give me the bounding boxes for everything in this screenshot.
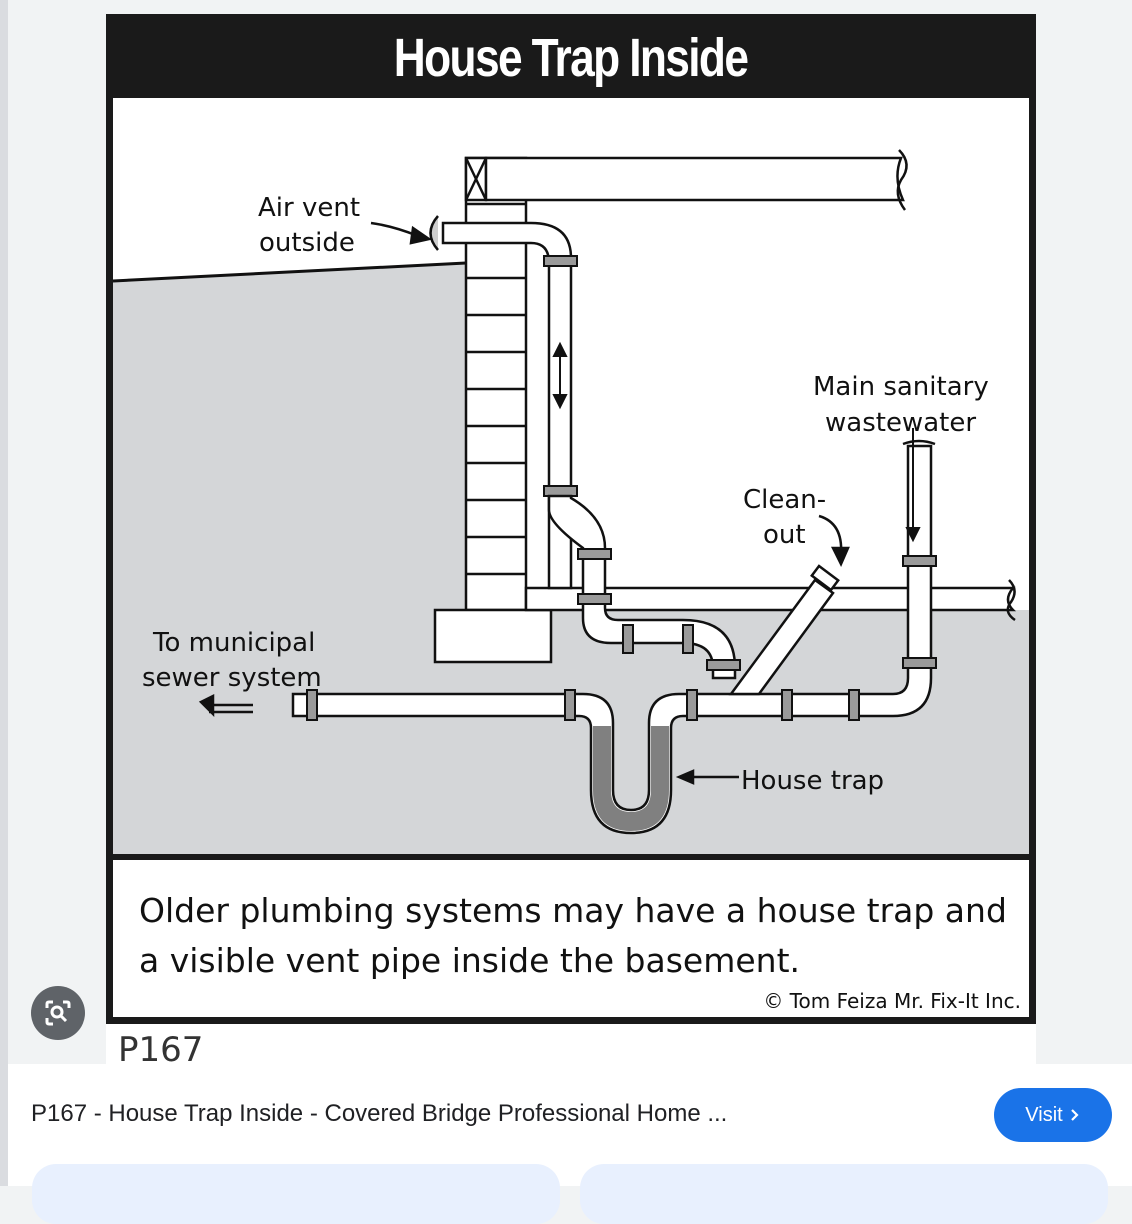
offset-coupling-2 [577,593,612,605]
diagram-title-bar: House Trap Inside [106,14,1036,102]
air-vent-label-1: Air vent [258,193,360,223]
offset-coupling-4 [682,624,694,654]
air-vent-arrow [370,221,433,245]
trap-water [593,726,669,831]
clean-out-label-2: out [763,520,806,550]
house-trap-label: House trap [741,766,884,796]
chevron-right-icon [1070,1109,1079,1121]
left-edge [0,0,8,1186]
sewer-coupling-3 [686,689,698,721]
sewer-coupling-2 [564,689,576,721]
stack-coupling-1 [902,657,937,669]
municipal-label-1: To municipal [152,628,315,658]
offset-coupling-3 [622,624,634,654]
ground-line [113,261,467,283]
stack-flow-arrow [905,428,921,543]
result-bar: P167 - House Trap Inside - Covered Bridg… [8,1064,1132,1224]
save-action-pill[interactable] [580,1164,1108,1224]
clean-out-label-1: Clean- [743,485,826,515]
air-vent-label-2: outside [259,228,355,258]
offset-coupling-5 [706,659,741,671]
lens-search-button[interactable] [31,986,85,1040]
municipal-flow-arrow [198,693,253,718]
offset-coupling-1 [577,548,612,560]
copyright-text: © Tom Feiza Mr. Fix-It Inc. [763,989,1021,1013]
sewer-line [291,444,933,835]
vent-coupling-2 [543,485,578,497]
vent-flow-arrow [552,341,568,410]
caption-box: Older plumbing systems may have a house … [113,860,1029,1017]
diagram-frame: House Trap Inside [106,14,1036,1024]
plumbing-diagram: Air vent outside Main sanitary wastewate… [113,98,1029,854]
share-action-pill[interactable] [32,1164,560,1224]
caption-line-2: a visible vent pipe inside the basement. [139,941,800,980]
image-code-label: P167 [118,1030,204,1070]
caption-line-1: Older plumbing systems may have a house … [139,891,1007,930]
basement-floor [524,579,1017,622]
stack-coupling-2 [902,555,937,567]
main-sanitary-label-1: Main sanitary [813,372,989,402]
main-sanitary-label-2: wastewater [825,408,976,438]
municipal-label-2: sewer system [142,663,322,693]
cleanout-arrow [818,514,850,567]
stack-top [902,439,936,446]
image-panel: House Trap Inside [106,14,1036,1070]
cleanout-pipe [728,564,840,696]
vent-coupling-1 [543,255,578,267]
result-title[interactable]: P167 - House Trap Inside - Covered Bridg… [31,1100,728,1127]
floor-joist [464,149,908,211]
visit-label: Visit [1025,1103,1063,1126]
house-trap-arrow [675,769,739,785]
lens-search-icon [45,1000,71,1026]
sewer-coupling-5 [848,689,860,721]
sewer-coupling-4 [781,689,793,721]
visit-button[interactable]: Visit [994,1088,1112,1142]
sewer-coupling-1 [306,689,318,721]
diagram-title: House Trap Inside [394,28,749,88]
footing [433,608,553,664]
caption-text: Older plumbing systems may have a house … [139,886,1019,986]
